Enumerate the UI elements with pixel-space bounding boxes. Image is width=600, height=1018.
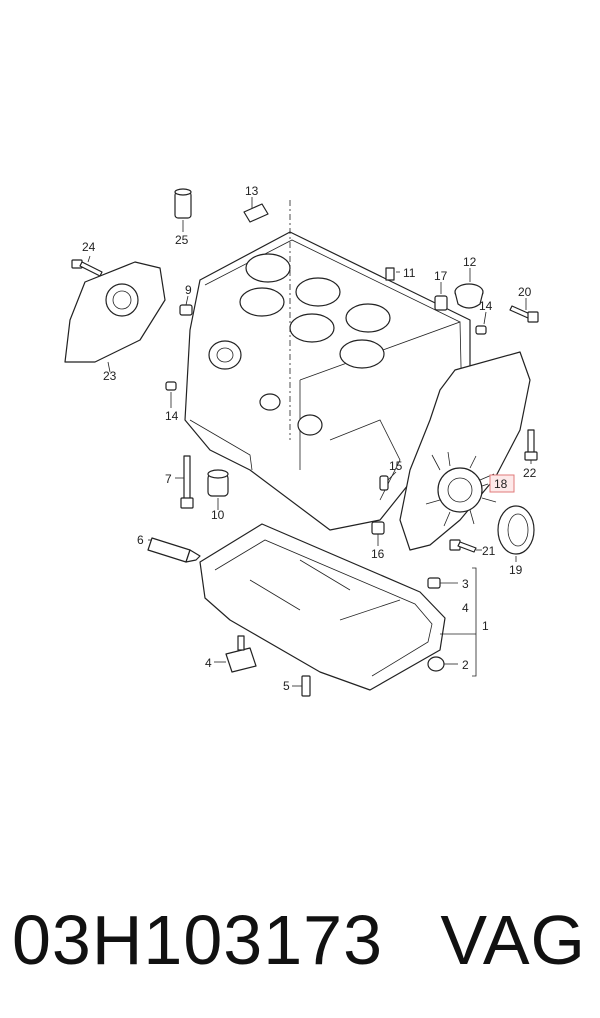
sealant-tube-6: [147, 537, 201, 563]
brand-name: VAG: [440, 901, 586, 979]
callout-label: 9: [185, 283, 192, 297]
callout-label: 22: [523, 466, 537, 480]
bolt-5: [301, 675, 311, 697]
sensor-13: [243, 203, 269, 223]
callout-label: 23: [103, 369, 117, 383]
dowel-sleeve-25: [174, 188, 192, 219]
bolt-21: [449, 539, 477, 553]
exploded-parts-diagram: 1 2 3 4 4 5 6 7 9 10 11 12 13 14 14 15 1…: [64, 184, 539, 697]
plug-10: [207, 469, 229, 497]
oil-pan-1: [199, 523, 446, 691]
sensor-4: [225, 635, 257, 673]
callout-label: 7: [165, 472, 172, 486]
callout-label: 15: [389, 459, 403, 473]
long-bolt-7: [180, 455, 194, 509]
callout-label: 18: [494, 477, 508, 491]
callout-label: 16: [371, 547, 385, 561]
bolt-11: [385, 267, 395, 281]
callout-label: 21: [482, 544, 496, 558]
bolt-20: [509, 305, 539, 323]
callout-label: 3: [462, 577, 469, 591]
cylinder-block: [184, 231, 471, 531]
pin-14-left: [165, 381, 177, 391]
callout-label: 13: [245, 184, 259, 198]
callout-label: 17: [434, 269, 448, 283]
pin-14-right: [475, 325, 487, 335]
callout-label: 20: [518, 285, 532, 299]
callout-label: 14: [479, 299, 493, 313]
sleeve-16: [371, 521, 385, 535]
callout-label: 4: [205, 656, 212, 670]
bolt-22: [524, 429, 538, 461]
leader-lines: [87, 197, 532, 687]
sleeve-17: [434, 295, 448, 311]
footer: 03H103173 VAG: [0, 885, 600, 995]
timing-cover-18: [399, 351, 531, 551]
callout-label: 10: [211, 508, 225, 522]
o-ring-2: [427, 656, 445, 672]
callout-label: 12: [463, 255, 477, 269]
callout-label: 14: [165, 409, 179, 423]
seal-ring-19: [497, 505, 535, 555]
callout-label: 19: [509, 563, 523, 577]
callout-label: 11: [403, 266, 416, 280]
callout-label: 2: [462, 658, 469, 672]
callout-label: 6: [137, 533, 144, 547]
callout-label: 4: [462, 601, 469, 615]
callout-label: 24: [82, 240, 96, 254]
callout-label: 5: [283, 679, 290, 693]
callout-18-highlight: [489, 474, 515, 493]
callout-labels: 1 2 3 4 4 5 6 7 9 10 11 12 13 14 14 15 1…: [82, 184, 537, 693]
plug-9: [179, 304, 193, 316]
callout-label: 25: [175, 233, 189, 247]
pin-15: [379, 475, 389, 491]
rear-seal-flange: [64, 261, 166, 363]
cap-12: [454, 283, 484, 309]
part-number: 03H103173: [12, 901, 383, 979]
bolt-3: [427, 577, 441, 589]
bolt-24: [71, 259, 103, 277]
callout-label: 1: [482, 619, 489, 633]
